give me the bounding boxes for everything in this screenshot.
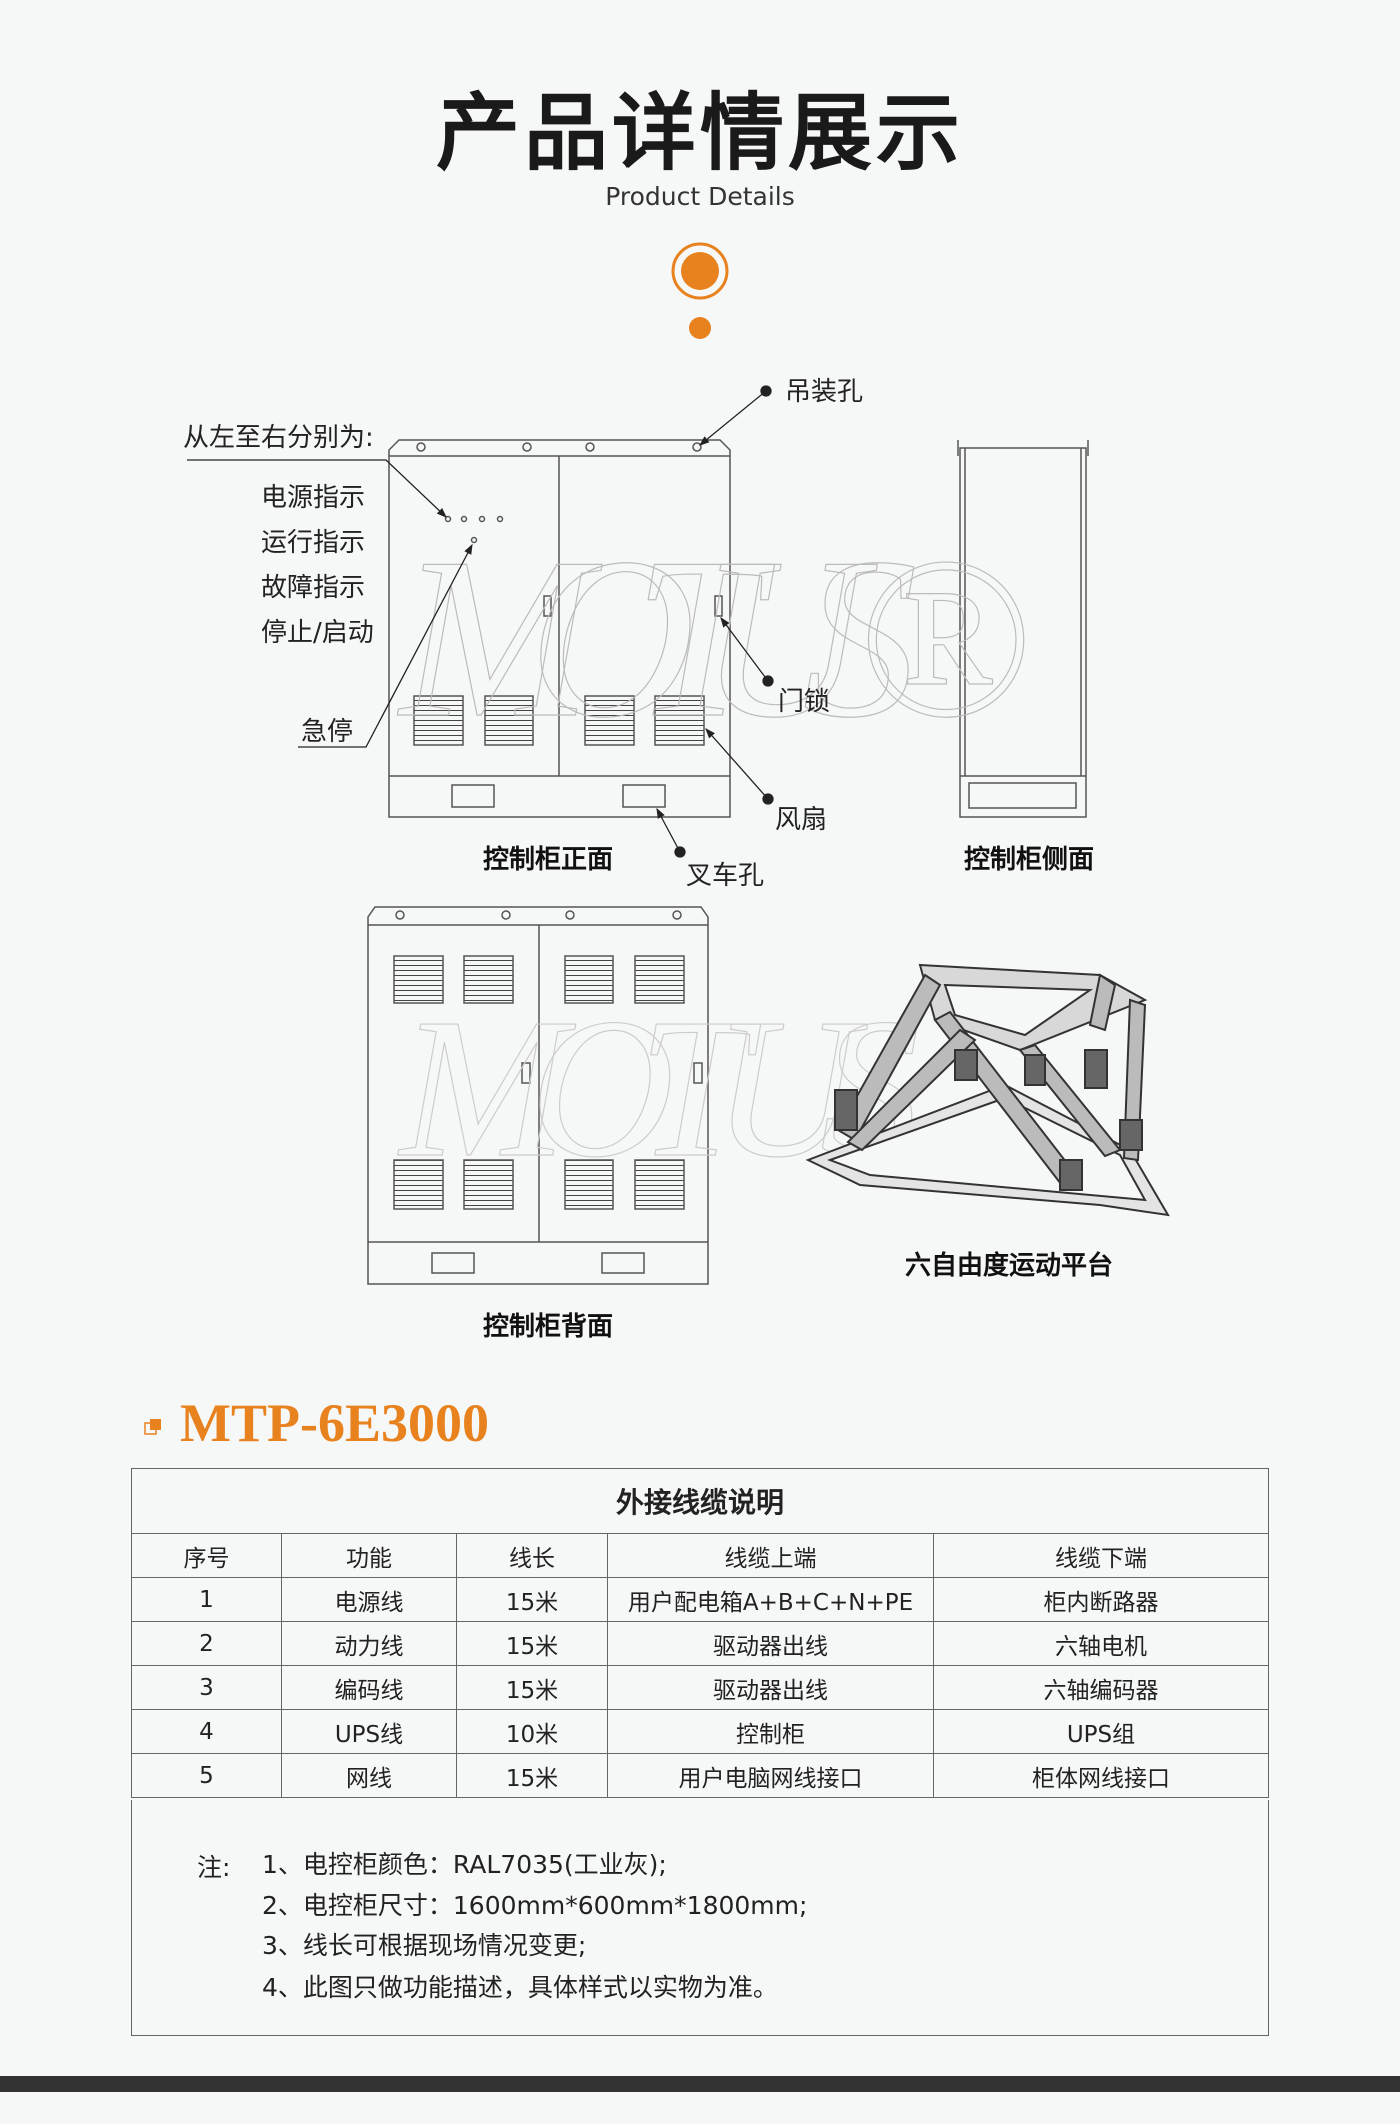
back-caption: 控制柜背面 [482, 1312, 614, 1342]
table-header-row: 序号 功能 线长 线缆上端 线缆下端 [131, 1533, 1269, 1578]
estop-label: 急停 [301, 717, 354, 747]
notes-label: 注: [197, 1853, 231, 1882]
cell: UPS组 [933, 1709, 1269, 1754]
side-cabinet [957, 440, 1089, 818]
dot-icon [689, 317, 711, 339]
stop-start-label: 停止/启动 [261, 618, 374, 648]
header-cell: 序号 [131, 1533, 282, 1578]
cell: 用户配电箱A+B+C+N+PE [607, 1577, 934, 1622]
cell: 1 [131, 1577, 282, 1622]
power-indicator-label: 电源指示 [261, 483, 366, 513]
cell: 驱动器出线 [607, 1621, 934, 1666]
door-lock-label: 门锁 [778, 687, 831, 717]
back-cabinet [367, 906, 709, 1285]
header-cell: 线缆上端 [607, 1533, 934, 1578]
header-cell: 功能 [281, 1533, 457, 1578]
front-intro-label: 从左至右分别为: [183, 423, 374, 453]
cell: 15米 [456, 1577, 608, 1622]
front-caption: 控制柜正面 [482, 845, 614, 875]
cell: 用户电脑网线接口 [607, 1753, 934, 1798]
cell: 动力线 [281, 1621, 457, 1666]
header-cell: 线长 [456, 1533, 608, 1578]
note-item: 1、电控柜颜色：RAL7035(工业灰); [262, 1850, 667, 1879]
cell: 2 [131, 1621, 282, 1666]
cell: 驱动器出线 [607, 1665, 934, 1710]
run-indicator-label: 运行指示 [261, 528, 366, 558]
motion-platform-illustration [805, 963, 1170, 1217]
header-cell: 线缆下端 [933, 1533, 1269, 1578]
front-cabinet [388, 439, 731, 818]
cell: 15米 [456, 1665, 608, 1710]
fault-indicator-label: 故障指示 [261, 573, 366, 603]
side-caption: 控制柜侧面 [963, 845, 1095, 875]
lifting-hole-label: 吊装孔 [785, 377, 864, 407]
cell: 电源线 [281, 1577, 457, 1622]
cell: 网线 [281, 1753, 457, 1798]
cell: 5 [131, 1753, 282, 1798]
cell: UPS线 [281, 1709, 457, 1754]
note-item: 2、电控柜尺寸：1600mm*600mm*1800mm; [262, 1891, 808, 1920]
bottom-divider [0, 2076, 1400, 2092]
ring-icon [671, 242, 729, 300]
cell: 六轴编码器 [933, 1665, 1269, 1710]
cell: 柜体网线接口 [933, 1753, 1269, 1798]
cell: 柜内断路器 [933, 1577, 1269, 1622]
cell: 10米 [456, 1709, 608, 1754]
page-title: 产品详情展示 [435, 84, 964, 182]
page-subtitle: Product Details [605, 182, 795, 211]
fan-label: 风扇 [775, 805, 828, 835]
square-bullet-icon [144, 1419, 161, 1435]
table-title: 外接线缆说明 [131, 1468, 1269, 1534]
model-name: MTP-6E3000 [180, 1393, 489, 1453]
cell: 15米 [456, 1753, 608, 1798]
cell: 4 [131, 1709, 282, 1754]
platform-caption: 六自由度运动平台 [904, 1251, 1114, 1281]
notes-box: 注: 1、电控柜颜色：RAL7035(工业灰); 2、电控柜尺寸：1600mm*… [131, 1800, 1269, 2036]
note-item: 4、此图只做功能描述，具体样式以实物为准。 [262, 1973, 778, 2002]
watermark: MOTUS® [397, 510, 1030, 765]
forklift-hole-label: 叉车孔 [686, 861, 765, 891]
cell: 控制柜 [607, 1709, 934, 1754]
cell: 编码线 [281, 1665, 457, 1710]
note-item: 3、线长可根据现场情况变更; [262, 1931, 587, 1960]
cell: 六轴电机 [933, 1621, 1269, 1666]
cell: 3 [131, 1665, 282, 1710]
cell: 15米 [456, 1621, 608, 1666]
